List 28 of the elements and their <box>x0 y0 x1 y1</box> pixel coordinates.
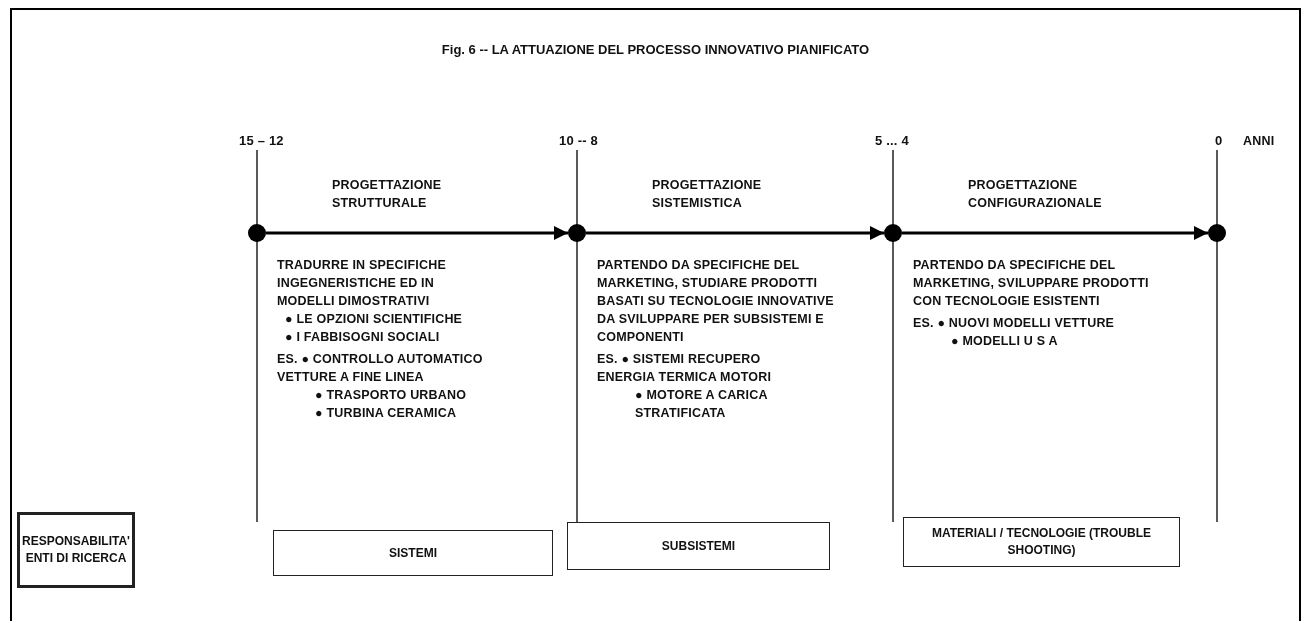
year-label: 0 <box>1215 132 1223 150</box>
bullet-item: ● I FABBISOGNI SOCIALI <box>284 329 441 346</box>
research-area-box: SUBSISTEMI <box>567 522 830 570</box>
bullet-item: ● LE OPZIONI SCIENTIFICHE <box>284 311 464 328</box>
timeline-arrow <box>266 226 568 240</box>
bullet-item: ● TURBINA CERAMICA <box>314 405 458 422</box>
timeline-arrow <box>902 226 1208 240</box>
phase-heading: PROGETTAZIONE CONFIGURAZIONALE <box>968 177 1103 212</box>
phase-heading: PROGETTAZIONE SISTEMISTICA <box>652 177 763 212</box>
bullet-item: ● TRASPORTO URBANO <box>314 387 468 404</box>
bullet-item: ● MOTORE A CARICA STRATIFICATA <box>634 387 769 422</box>
example-item: ES. ● SISTEMI RECUPERO ENERGIA TERMICA MOTORI <box>597 351 773 386</box>
responsibility-box: RESPONSABILITA' ENTI DI RICERCA <box>17 512 135 588</box>
year-label: 5 ... 4 <box>875 132 909 150</box>
year-label: 15 – 12 <box>239 132 284 150</box>
research-area-box: MATERIALI / TECNOLOGIE (TROUBLE SHOOTING) <box>903 517 1180 567</box>
timeline-arrow <box>586 226 884 240</box>
example-item: ES. ● CONTROLLO AUTOMATICO VETTURE A FINE LINEA <box>277 351 484 386</box>
year-label: 10 -- 8 <box>559 132 598 150</box>
bullet-item: ● MODELLI U S A <box>950 333 1059 350</box>
research-area-box: SISTEMI <box>273 530 553 576</box>
phase-description: PARTENDO DA SPECIFICHE DEL MARKETING, STUDIARE PRODOTTI BASATI SU TECNOLOGIE INNOVATIVE DA SVILUPPARE PER SUBSISTEMI E COMPONENTI <box>597 257 835 346</box>
phase-description: TRADURRE IN SPECIFICHE INGEGNERISTICHE ED IN MODELLI DIMOSTRATIVI <box>277 257 447 310</box>
figure-title: Fig. 6 -- LA ATTUAZIONE DEL PROCESSO INNOVATIVO PIANIFICATO <box>440 42 871 57</box>
phase-heading: PROGETTAZIONE STRUTTURALE <box>332 177 443 212</box>
example-item: ES. ● NUOVI MODELLI VETTURE <box>913 315 1116 332</box>
unit-label: ANNI <box>1243 133 1275 150</box>
phase-description: PARTENDO DA SPECIFICHE DEL MARKETING, SVILUPPARE PRODOTTI CON TECNOLOGIE ESISTENTI <box>913 257 1150 310</box>
